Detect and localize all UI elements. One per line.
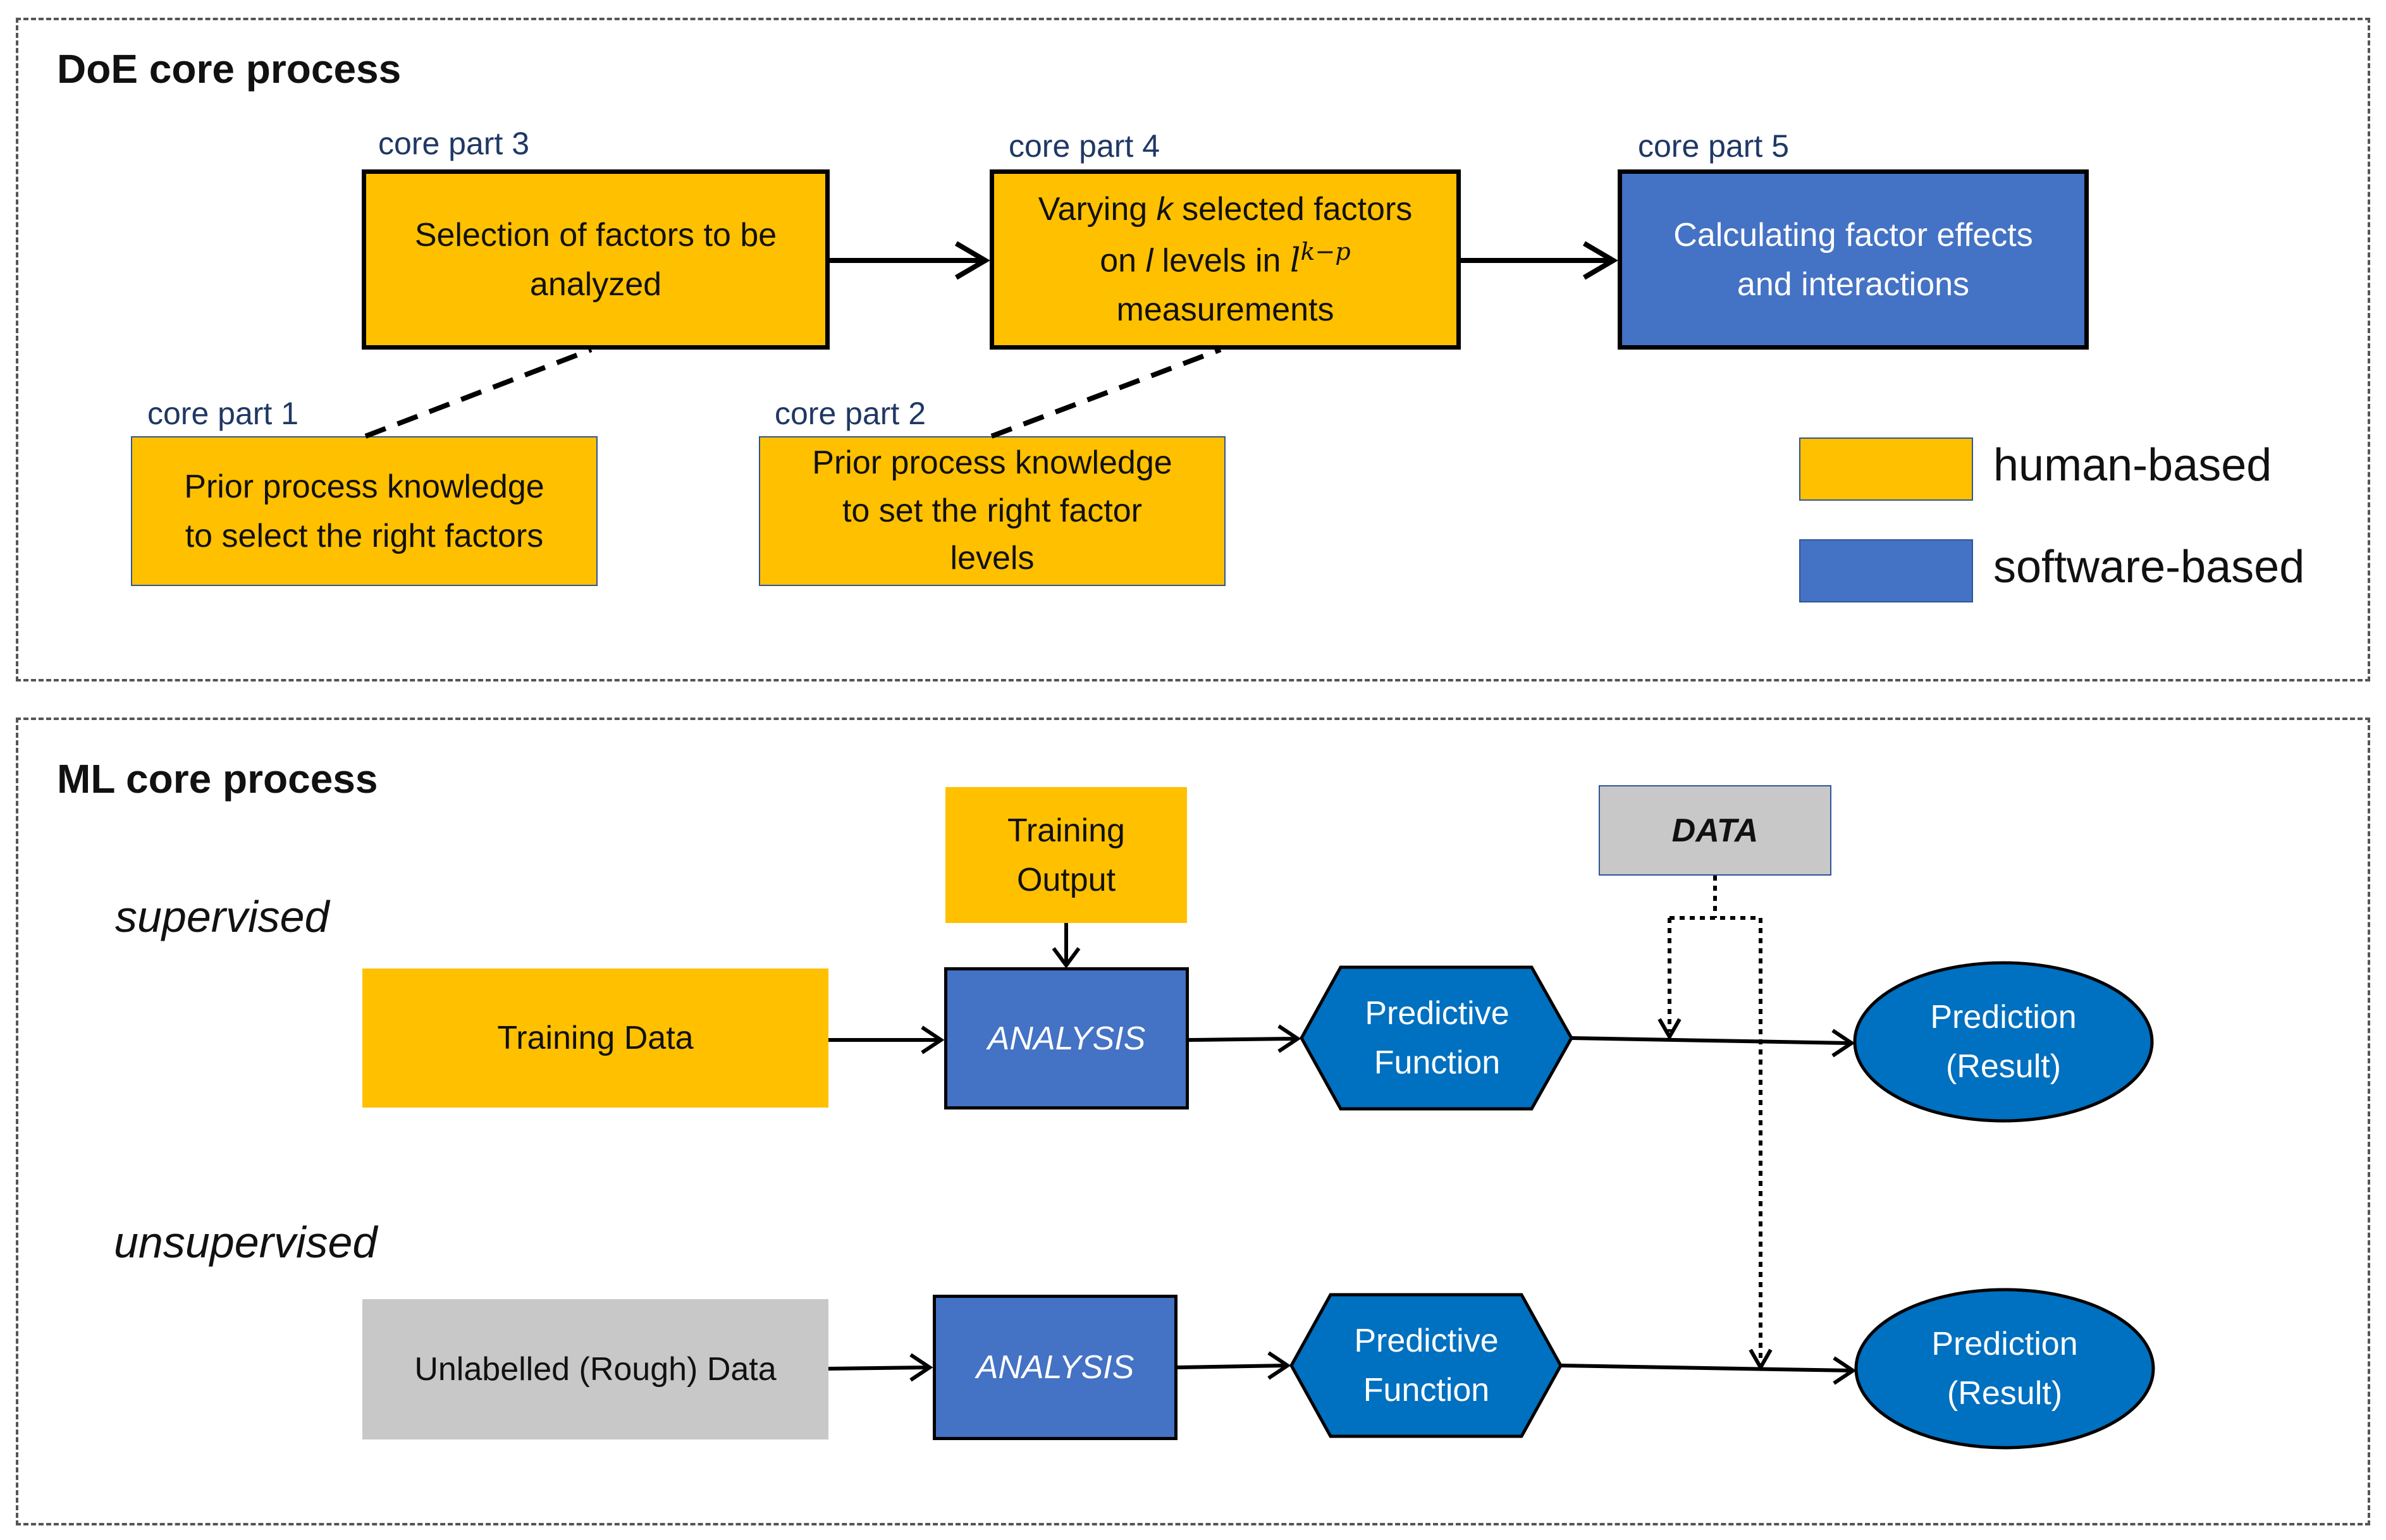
prior-knowledge-factors-line2: to select the right factors [185, 517, 544, 554]
legend-software-label: software-based [1993, 542, 2305, 592]
analysis-supervised-box: ANALYSIS [944, 967, 1189, 1109]
predictive-function-label-supervised: Predictive Function [1312, 967, 1562, 1109]
unlabelled-data-label: Unlabelled (Rough) Data [414, 1351, 777, 1388]
core-part-1-label: core part 1 [147, 396, 299, 431]
doe-panel [16, 18, 2370, 681]
factor-selection-line1: Selection of factors to be [414, 216, 777, 254]
unsupervised-label: unsupervised [114, 1218, 378, 1267]
legend-human-swatch [1799, 437, 1973, 501]
training-output-box: Training Output [945, 787, 1187, 923]
prior-knowledge-levels-box: Prior process knowledge to set the right… [759, 436, 1226, 586]
prediction-line1-supervised: Prediction [1930, 999, 2077, 1036]
predictive-line2-supervised: Function [1374, 1044, 1501, 1081]
prediction-line2-supervised: (Result) [1945, 1048, 2062, 1085]
core-part-3-label: core part 3 [378, 126, 530, 161]
factor-selection-box: Selection of factors to be analyzed [362, 169, 830, 350]
analysis-supervised-label: ANALYSIS [987, 1020, 1146, 1057]
analysis-unsupervised-box: ANALYSIS [933, 1295, 1178, 1440]
factor-effects-line1: Calculating factor effects [1673, 216, 2033, 254]
unlabelled-data-box: Unlabelled (Rough) Data [362, 1299, 828, 1439]
prediction-label-supervised: Prediction (Result) [1855, 963, 2152, 1121]
analysis-unsupervised-label: ANALYSIS [976, 1349, 1135, 1386]
factor-variation-line3: measurements [1116, 291, 1334, 329]
training-data-label: Training Data [497, 1020, 694, 1056]
data-box: DATA [1599, 785, 1831, 876]
factor-variation-line2: on l levels in lk−p [1100, 237, 1351, 280]
prediction-line2-unsupervised: (Result) [1946, 1375, 2063, 1412]
prior-knowledge-levels-line3: levels [950, 540, 1035, 577]
training-output-line2: Output [1016, 861, 1116, 898]
training-output-line1: Training [1007, 812, 1125, 849]
legend-software-swatch [1799, 539, 1973, 602]
predictive-line2-unsupervised: Function [1363, 1372, 1490, 1409]
core-part-5-label: core part 5 [1638, 128, 1790, 164]
predictive-line1-supervised: Predictive [1365, 995, 1510, 1032]
doe-title: DoE core process [57, 46, 402, 92]
ml-title: ML core process [57, 756, 378, 802]
factor-selection-line2: analyzed [529, 266, 662, 303]
prior-knowledge-factors-line1: Prior process knowledge [184, 468, 544, 505]
factor-effects-line2: and interactions [1737, 266, 1970, 303]
training-data-box: Training Data [362, 969, 828, 1108]
prior-knowledge-levels-line1: Prior process knowledge [812, 444, 1172, 482]
predictive-line1-unsupervised: Predictive [1354, 1323, 1499, 1359]
factor-variation-box: Varying k selected factors on l levels i… [990, 169, 1461, 350]
prediction-label-unsupervised: Prediction (Result) [1856, 1290, 2153, 1448]
predictive-function-label-unsupervised: Predictive Function [1301, 1295, 1551, 1436]
factor-effects-box: Calculating factor effects and interacti… [1618, 169, 2089, 350]
core-part-2-label: core part 2 [775, 396, 926, 431]
prior-knowledge-factors-box: Prior process knowledge to select the ri… [131, 436, 598, 586]
factor-variation-line1: Varying k selected factors [1038, 190, 1413, 228]
legend-human-label: human-based [1993, 440, 2272, 491]
core-part-4-label: core part 4 [1009, 128, 1160, 164]
supervised-label: supervised [115, 892, 329, 941]
prediction-line1-unsupervised: Prediction [1931, 1326, 2078, 1362]
data-label: DATA [1671, 812, 1759, 849]
prior-knowledge-levels-line2: to set the right factor [842, 492, 1142, 529]
ml-panel [16, 718, 2370, 1525]
